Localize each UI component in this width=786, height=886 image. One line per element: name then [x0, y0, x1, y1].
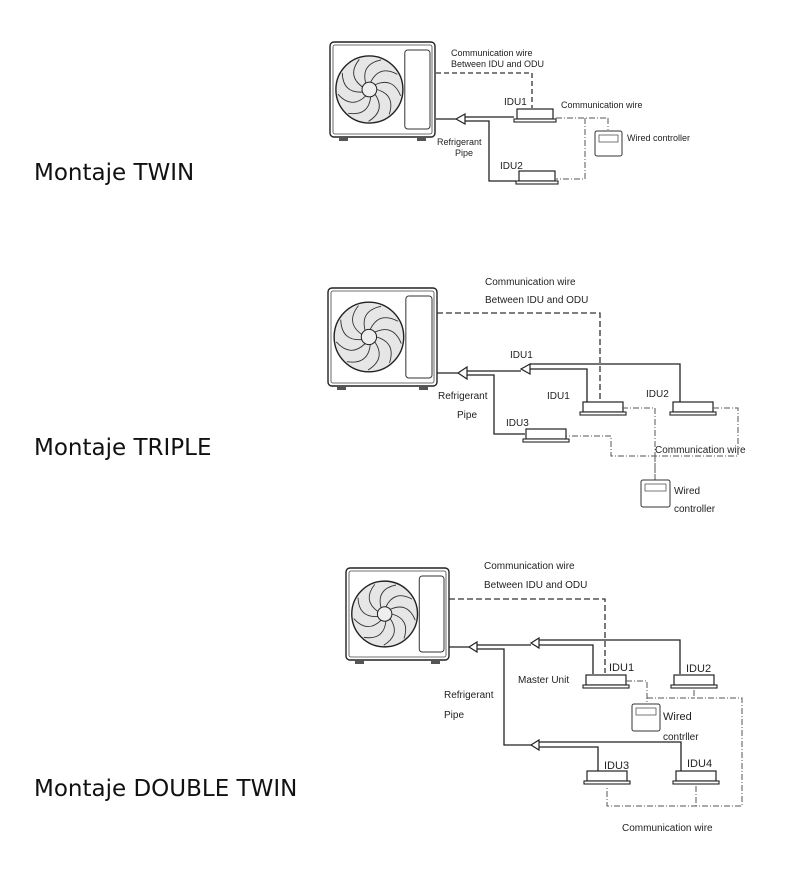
- idu4-label: IDU4: [687, 758, 712, 770]
- idu3-label: IDU3: [604, 760, 629, 772]
- section-label-triple: Montaje TRIPLE: [34, 435, 212, 461]
- wired-controller-icon: [594, 130, 623, 157]
- wired-controller-icon: [631, 703, 661, 732]
- idu1-label: IDU1: [547, 391, 570, 402]
- outdoor-unit-icon: [345, 567, 450, 664]
- refrigerant-pipe-idu3: [539, 746, 599, 771]
- refrigerant-pipe-idu1: [539, 644, 594, 674]
- comm-wire-odu-label-1: Communication wire: [484, 561, 575, 572]
- branch-idu1-label: IDU1: [510, 350, 533, 361]
- refrigerant-pipe-idu3: [467, 374, 525, 435]
- comm-wire-label: Communication wire: [622, 823, 713, 834]
- comm-wire-label: Communication wire: [655, 445, 746, 456]
- indoor-unit-icon: [579, 401, 627, 416]
- comm-wire: [606, 680, 743, 807]
- comm-wire-odu: [437, 312, 601, 402]
- branch-joint-icon: [529, 738, 540, 752]
- idu1-label: IDU1: [504, 97, 527, 108]
- section-label-twin: Montaje TWIN: [34, 160, 195, 186]
- comm-wire: [556, 117, 609, 180]
- indoor-unit-icon: [522, 428, 570, 443]
- comm-wire-odu-label-2: Between IDU and ODU: [485, 295, 588, 306]
- refrigerant-pipe-idu2: [530, 363, 681, 402]
- refrigerant-label-2: Pipe: [457, 410, 477, 421]
- indoor-unit-icon: [582, 674, 630, 689]
- branch-joint-icon: [467, 640, 478, 654]
- idu2-label: IDU2: [646, 389, 669, 400]
- refrigerant-label-1: Refrigerant: [444, 690, 494, 701]
- wired-controller-label-1: Wired: [663, 711, 692, 723]
- wired-controller-label-2: contrller: [663, 732, 699, 743]
- refrigerant-pipe-idu2: [539, 639, 681, 674]
- branch-joint-icon: [456, 365, 468, 381]
- refrigerant-label-2: Pipe: [444, 710, 464, 721]
- comm-wire-label: Communication wire: [561, 100, 643, 110]
- comm-wire-odu: [449, 598, 606, 673]
- indoor-unit-icon: [670, 674, 718, 689]
- comm-wire-odu-label-1: Communication wire: [485, 277, 576, 288]
- wired-controller-icon: [640, 479, 671, 508]
- idu2-label: IDU2: [500, 161, 523, 172]
- refrigerant-label-2: Pipe: [455, 148, 473, 158]
- indoor-unit-icon: [513, 108, 557, 123]
- refrigerant-label-1: Refrigerant: [437, 137, 482, 147]
- diagram-double-twin: Communication wire Between IDU and ODU I…: [345, 561, 743, 834]
- indoor-unit-icon: [583, 770, 631, 785]
- indoor-unit-icon: [515, 170, 559, 185]
- refrigerant-pipe-idu2: [465, 120, 516, 182]
- refrigerant-pipe-idu4: [539, 741, 682, 771]
- branch-joint-icon: [529, 636, 540, 650]
- comm-wire-odu-label-2: Between IDU and ODU: [451, 59, 544, 69]
- master-unit-label: Master Unit: [518, 675, 569, 686]
- comm-wire: [566, 407, 739, 480]
- idu3-label: IDU3: [506, 418, 529, 429]
- outdoor-unit-icon: [329, 41, 436, 141]
- section-label-double-twin: Montaje DOUBLE TWIN: [34, 776, 298, 802]
- outdoor-unit-icon: [327, 287, 438, 390]
- diagram-triple: Communication wire Between IDU and ODU I…: [327, 277, 746, 515]
- comm-wire-odu-label-1: Communication wire: [451, 48, 533, 58]
- wired-controller-label-1: Wired: [674, 486, 700, 497]
- refrigerant-label-1: Refrigerant: [438, 391, 488, 402]
- diagram-twin: Communication wire Between IDU and ODU I…: [329, 41, 690, 185]
- indoor-unit-icon: [669, 401, 717, 416]
- refrigerant-pipe-idu1: [530, 368, 588, 402]
- refrigerant-pipe-lower: [477, 648, 531, 746]
- branch-joint-icon: [454, 112, 466, 126]
- comm-wire-odu: [436, 72, 533, 108]
- branch-joint-icon: [519, 362, 531, 376]
- indoor-unit-icon: [672, 770, 720, 785]
- wired-controller-label-2: controller: [674, 504, 716, 515]
- idu1-label: IDU1: [609, 662, 634, 674]
- comm-wire-odu-label-2: Between IDU and ODU: [484, 580, 587, 591]
- idu2-label: IDU2: [686, 663, 711, 675]
- wired-controller-label: Wired controller: [627, 133, 690, 143]
